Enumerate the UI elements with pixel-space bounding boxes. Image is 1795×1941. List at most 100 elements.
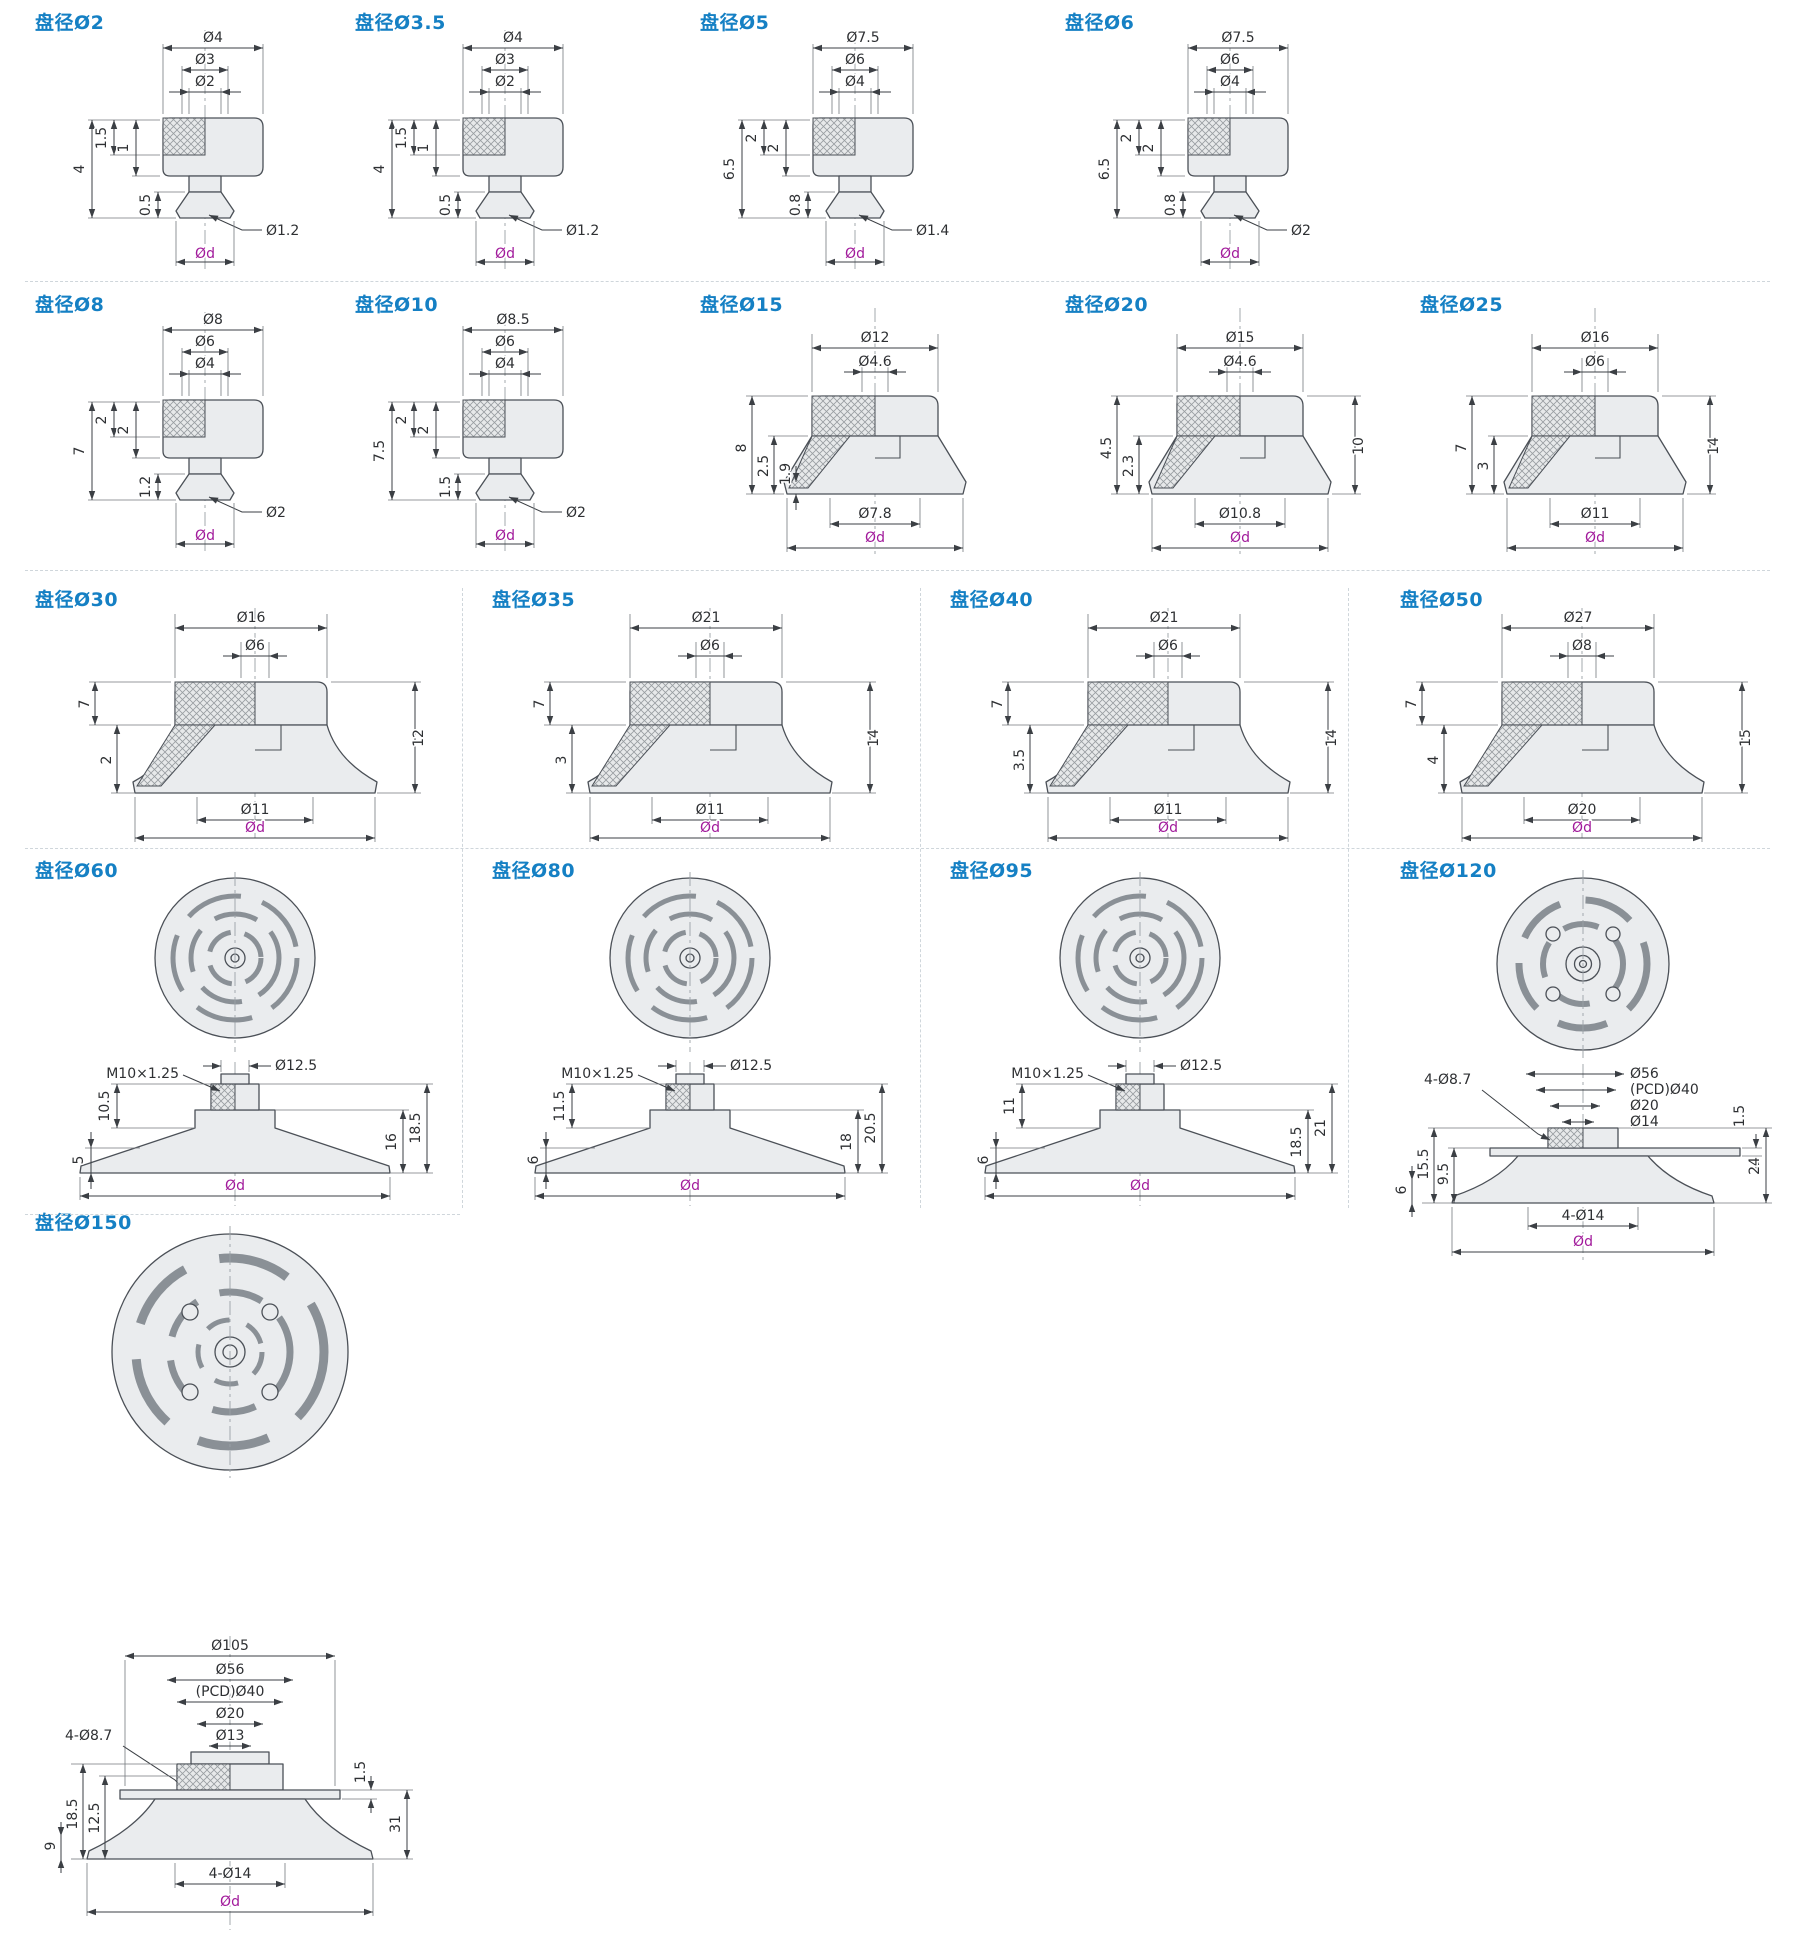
dim-label-bot1: Ø1.4	[916, 223, 949, 239]
dim-label-bot1: Ø1.2	[566, 223, 599, 239]
dim-label-rtop: 1.5	[353, 1761, 369, 1783]
section-title-d120: 盘径Ø120	[1400, 860, 1497, 882]
row-separator-3	[25, 848, 1770, 849]
dim-label-top1: Ø8.5	[496, 312, 529, 328]
dim-label-top1: Ø56	[1630, 1066, 1659, 1082]
dim-label-top1: Ø56	[216, 1662, 245, 1678]
dim-label-top1: Ø12	[861, 330, 890, 346]
dim-label-top2: (PCD)Ø40	[196, 1684, 265, 1700]
dim-label-left1: 11	[1002, 1097, 1018, 1115]
dim-label-right2: 20.5	[863, 1112, 879, 1143]
dim-label-bot2: Ød	[1230, 530, 1250, 546]
cup-shape	[80, 872, 433, 1206]
dim-label-top2: Ø6	[700, 638, 720, 654]
dim-label-left1: 7	[532, 700, 548, 709]
dim-label-left2: 5	[71, 1156, 87, 1165]
dim-label-top1: Ø16	[237, 610, 266, 626]
dim-label-bot1: Ø2	[266, 505, 286, 521]
dim-label-left1: 11.5	[552, 1090, 568, 1121]
dim-label-top2: Ø3	[195, 52, 215, 68]
dim-label-top2: Ø6	[1158, 638, 1178, 654]
dim-label-bot1: 4-Ø14	[1562, 1208, 1605, 1224]
dim-label-bot1: Ø2	[566, 505, 586, 521]
dim-label-top2: Ø6	[495, 334, 515, 350]
dim-label-left2: 3	[1476, 462, 1492, 471]
section-title-d2: 盘径Ø2	[35, 12, 105, 34]
dim-label-right1: 18	[839, 1133, 855, 1151]
section-title-d5: 盘径Ø5	[700, 12, 770, 34]
section-title-d20: 盘径Ø20	[1065, 294, 1149, 316]
section-title-d10: 盘径Ø10	[355, 294, 439, 316]
dim-label-left2: 2	[394, 416, 410, 425]
dim-label-bot1: Ø11	[696, 802, 725, 818]
dim-label-bot1: Ø11	[1154, 802, 1183, 818]
cup-shape	[388, 312, 563, 552]
dim-label-left1: 4.5	[1099, 437, 1115, 459]
cup-shape	[1466, 308, 1686, 554]
dim-label-left4: 0.5	[438, 194, 454, 216]
dim-label-top1: Ø7.5	[846, 30, 879, 46]
dim-label-left2: 2.3	[1121, 455, 1137, 477]
dim-label-right1: 14	[866, 729, 882, 747]
dim-label-bot1: Ø20	[1568, 802, 1597, 818]
dim-label-top4: Ø13	[216, 1728, 245, 1744]
dim-label-bot2: Ød	[245, 820, 265, 836]
dim-label-left4: 0.8	[788, 194, 804, 216]
section-title-d3_5: 盘径Ø3.5	[355, 12, 446, 34]
dim-label-left3: 2	[116, 426, 132, 435]
row-separator-4	[25, 1214, 460, 1215]
dim-label-left2: 6	[976, 1155, 992, 1164]
dim-label-top2: Ø3	[495, 52, 515, 68]
section-title-d95: 盘径Ø95	[950, 860, 1034, 882]
dim-label-left3: 1	[116, 144, 132, 153]
dim-label-topd: Ø12.5	[1180, 1058, 1222, 1074]
dim-label-bot1: Ø2	[1291, 223, 1311, 239]
dim-label-left3: 6	[1394, 1185, 1410, 1194]
dim-label-top3: Ø2	[195, 74, 215, 90]
dim-label-left1: 10.5	[97, 1090, 113, 1121]
dim-label-bot2: Ød	[195, 528, 215, 544]
dim-label-bot2: Ød	[700, 820, 720, 836]
dim-label-left1: 6.5	[1097, 158, 1113, 180]
dim-label-left1: 4	[372, 164, 388, 173]
cup-shape	[535, 872, 888, 1206]
dim-label-thread: M10×1.25	[561, 1066, 634, 1082]
dim-label-left2: 2.5	[756, 455, 772, 477]
dim-label-left1: 7	[1404, 700, 1420, 709]
dim-label-left3: 9	[43, 1842, 59, 1851]
cup-shape	[388, 30, 563, 270]
dim-label-top3: Ø4	[495, 356, 515, 372]
dim-label-left1: 7	[1454, 444, 1470, 453]
dim-label-bot2: Ød	[1158, 820, 1178, 836]
dim-label-bot2: Ød	[1573, 1234, 1593, 1250]
dim-label-right1: 10	[1351, 437, 1367, 455]
dim-label-top1: Ø16	[1581, 330, 1610, 346]
cup-shape	[1412, 870, 1772, 1264]
dim-label-left3: 2	[416, 426, 432, 435]
dim-label-right1: 24	[1747, 1157, 1763, 1175]
dim-label-top1: Ø4	[503, 30, 523, 46]
dim-label-right1: 12	[411, 729, 427, 747]
dim-label-left1: 7	[77, 700, 93, 709]
section-title-d80: 盘径Ø80	[492, 860, 576, 882]
dim-label-left2: 12.5	[87, 1802, 103, 1833]
dim-label-bot1: Ød	[1130, 1178, 1150, 1194]
dim-label-left2: 2	[1119, 134, 1135, 143]
